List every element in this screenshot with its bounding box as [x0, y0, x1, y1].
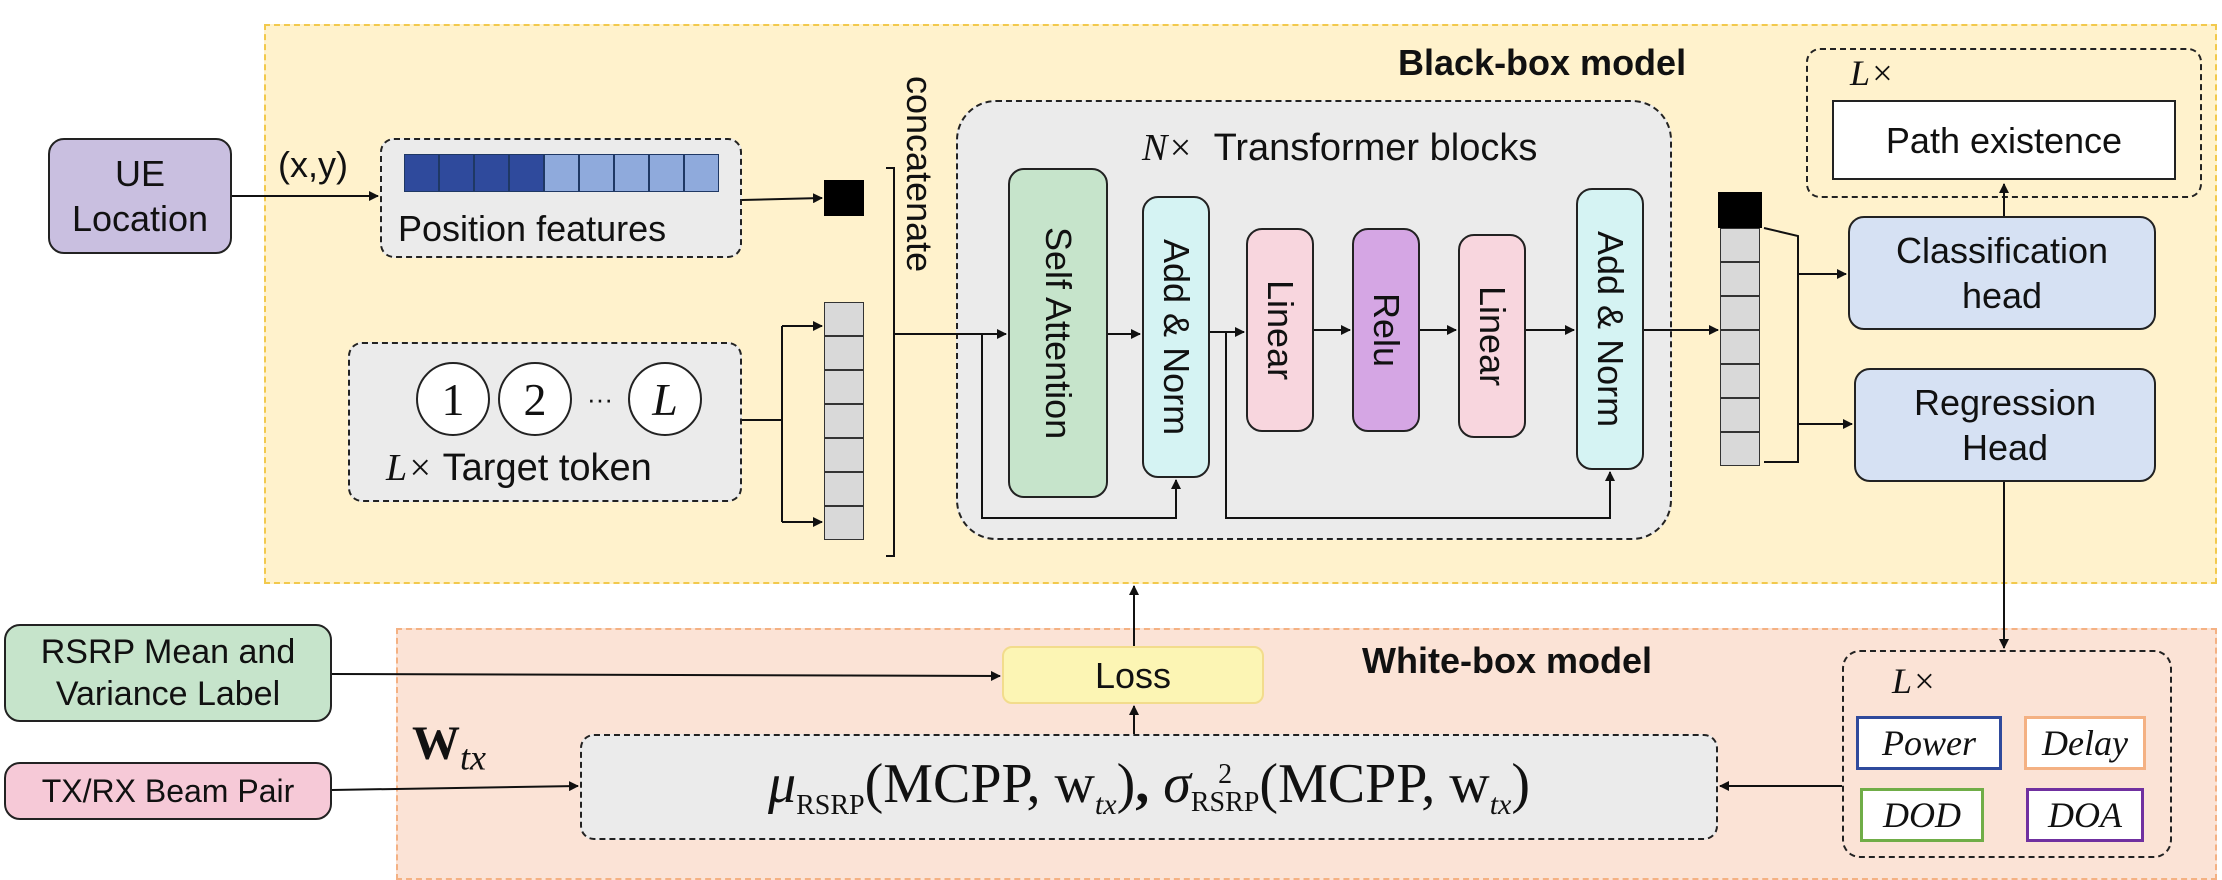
position-feature-vector — [404, 154, 719, 192]
transformer-multiplier: N× — [1142, 127, 1193, 169]
self-attention-block: Self Attention — [1008, 168, 1108, 498]
path-existence-multiplier: L× — [1850, 53, 1895, 93]
target-token-label: Target token — [442, 447, 652, 489]
wtx-label: Wtx — [412, 717, 486, 778]
output-token-cell — [1720, 398, 1760, 432]
beam-pair-box: TX/RX Beam Pair — [4, 762, 332, 820]
relu-block: Relu — [1352, 228, 1420, 432]
transformer-title: Transformer blocks — [1213, 127, 1538, 169]
input-token-stack — [824, 302, 864, 540]
token-2: 2 — [498, 362, 572, 436]
add-norm-block-2: Add & Norm — [1576, 188, 1644, 470]
ue-location-line1: UE — [114, 153, 165, 194]
token-L: L — [628, 362, 702, 436]
doa-param: DOA — [2026, 788, 2144, 842]
target-token-multiplier: L× — [386, 447, 433, 489]
position-feature-cell — [544, 154, 579, 192]
output-token-cell — [1720, 330, 1760, 364]
ue-location-line2: Location — [71, 198, 209, 239]
position-feature-cell — [474, 154, 509, 192]
target-token-list: 1 2 ··· L — [416, 362, 702, 436]
position-to-token-arrow — [741, 193, 823, 204]
token-1: 1 — [416, 362, 490, 436]
regression-head: Regression Head — [1854, 368, 2156, 482]
path-existence-box: Path existence — [1832, 100, 2176, 180]
loss-box: Loss — [1002, 646, 1264, 704]
output-token-cell — [1720, 228, 1760, 262]
rsrp-label-box: RSRP Mean and Variance Label — [4, 624, 332, 722]
label-to-loss-arrow — [331, 670, 1001, 681]
position-feature-cell — [439, 154, 474, 192]
target-token-caption: L× Target token — [386, 446, 652, 490]
residual-1 — [981, 334, 1177, 519]
output-token-cell — [1720, 432, 1760, 466]
input-token-cell — [824, 506, 864, 540]
ue-input-label: (x,y) — [278, 144, 348, 185]
linear-block-1: Linear — [1246, 228, 1314, 432]
input-token-cell — [824, 336, 864, 370]
input-token-cell — [824, 370, 864, 404]
position-feature-cell — [684, 154, 719, 192]
input-token-cell — [824, 404, 864, 438]
input-token-cell — [824, 472, 864, 506]
power-param: Power — [1856, 716, 2002, 770]
residual-2 — [1225, 332, 1611, 519]
target-token-box: 1 2 ··· L L× Target token — [348, 342, 742, 502]
concatenate-label: concatenate — [899, 76, 940, 273]
output-position-token — [1718, 192, 1762, 228]
output-token-cell — [1720, 364, 1760, 398]
concatenate-bracket — [886, 167, 895, 557]
add-norm-block-1: Add & Norm — [1142, 196, 1210, 478]
black-box-title: Black-box model — [1398, 42, 1687, 83]
beam-to-formula-arrow — [331, 781, 579, 792]
path-params-multiplier: L× — [1892, 661, 1937, 701]
position-feature-cell — [614, 154, 649, 192]
position-feature-cell — [509, 154, 544, 192]
position-features-label: Position features — [398, 208, 667, 249]
token-ellipsis: ··· — [587, 383, 613, 414]
output-token-stack — [1720, 228, 1760, 466]
position-feature-cell — [404, 154, 439, 192]
output-token-cell — [1720, 262, 1760, 296]
dod-param: DOD — [1860, 788, 1984, 842]
output-token-cell — [1720, 296, 1760, 330]
linear-block-2: Linear — [1458, 234, 1526, 438]
output-split — [1763, 227, 1799, 463]
ue-location-box: UE Location — [48, 138, 232, 254]
path-params-group — [1842, 650, 2172, 858]
target-token-split — [742, 325, 822, 523]
input-token-cell — [824, 438, 864, 472]
transformer-header: N× Transformer blocks — [1142, 126, 1537, 170]
position-feature-cell — [649, 154, 684, 192]
delay-param: Delay — [2024, 716, 2146, 770]
position-feature-cell — [579, 154, 614, 192]
classification-head: Classification head — [1848, 216, 2156, 330]
white-box-title: White-box model — [1362, 640, 1652, 681]
input-token-cell — [824, 302, 864, 336]
position-features-box: Position features — [380, 138, 742, 258]
position-token — [824, 180, 864, 216]
